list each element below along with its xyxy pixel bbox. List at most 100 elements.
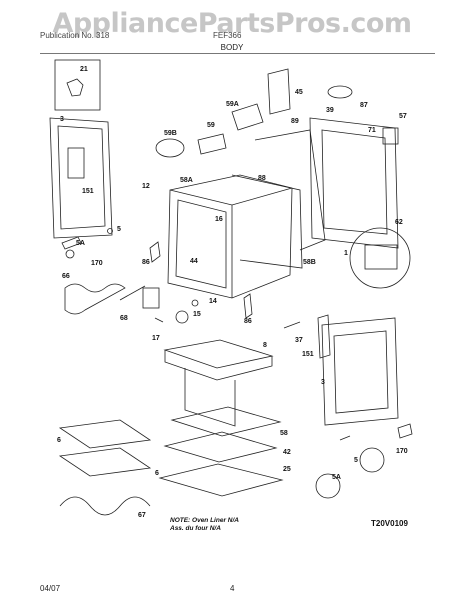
part-label-86-right: 86 xyxy=(244,318,252,325)
part-label-5a: 5A xyxy=(76,240,85,247)
header-rule xyxy=(40,53,435,54)
part-label-14: 14 xyxy=(209,298,217,305)
part-label-87: 87 xyxy=(360,102,368,109)
diagram-code: T20V0109 xyxy=(371,519,408,528)
part-label-42: 42 xyxy=(283,449,291,456)
part-label-8: 8 xyxy=(263,342,267,349)
part-21-box xyxy=(54,59,101,111)
part-label-170-right: 170 xyxy=(396,448,408,455)
terminal-block-62 xyxy=(364,244,398,270)
part-5-right xyxy=(339,435,351,441)
model-number: FEF366 xyxy=(213,31,242,40)
part-86-bracket-left xyxy=(149,241,161,263)
rear-panel xyxy=(309,117,399,249)
part-15-switch xyxy=(142,287,160,309)
terminal-block-callout xyxy=(349,227,411,289)
part-label-15: 15 xyxy=(193,311,201,318)
hinge-spring-right xyxy=(359,447,385,473)
part-label-59b: 59B xyxy=(164,130,177,137)
part-label-17: 17 xyxy=(152,335,160,342)
part-label-62: 62 xyxy=(395,219,403,226)
part-label-12: 12 xyxy=(142,183,150,190)
part-label-1: 1 xyxy=(344,250,348,257)
oven-cavity xyxy=(167,174,293,299)
part-39 xyxy=(327,85,353,99)
part-label-66: 66 xyxy=(62,273,70,280)
side-frame-88 xyxy=(254,129,326,251)
part-label-6-lower: 6 xyxy=(155,470,159,477)
part-170-right xyxy=(397,423,413,439)
part-label-44: 44 xyxy=(190,258,198,265)
rear-panel-inner xyxy=(321,129,388,235)
right-door-glass xyxy=(333,330,389,414)
part-label-37: 37 xyxy=(295,337,303,344)
door-panel-151 xyxy=(67,147,85,179)
section-title: BODY xyxy=(220,43,244,52)
part-label-57: 57 xyxy=(399,113,407,120)
part-label-59a: 59A xyxy=(226,101,239,108)
part-label-151: 151 xyxy=(82,188,94,195)
screw-5 xyxy=(107,228,113,234)
top-trim-45 xyxy=(267,68,291,115)
part-label-5a-right: 5A xyxy=(332,474,341,481)
bracket-59a xyxy=(231,103,264,131)
note-line-fr: Ass. du four N/A xyxy=(170,525,221,532)
insulation-58 xyxy=(170,406,282,437)
hinge-spring xyxy=(65,249,75,259)
watermark: AppliancePartsPros.com xyxy=(52,8,412,39)
publication-number: Publication No. 318 xyxy=(40,31,110,40)
part-label-3: 3 xyxy=(60,116,64,123)
drawer-top-8 xyxy=(163,339,274,381)
part-57 xyxy=(382,127,399,145)
part-label-21: 21 xyxy=(80,66,88,73)
left-door-glass xyxy=(57,125,106,230)
part-label-25: 25 xyxy=(283,466,291,473)
hinge-5a-right xyxy=(315,473,341,499)
part-label-45: 45 xyxy=(295,89,303,96)
part-label-170: 170 xyxy=(91,260,103,267)
part-label-5: 5 xyxy=(117,226,121,233)
bracket-59 xyxy=(197,133,227,155)
part-label-88: 88 xyxy=(258,175,266,182)
part-label-67: 67 xyxy=(138,512,146,519)
rack-6b xyxy=(58,447,152,477)
part-label-86-left: 86 xyxy=(142,259,150,266)
left-door xyxy=(49,117,113,239)
oven-liner-note: NOTE: Oven Liner N/A Ass. du four N/A xyxy=(170,517,239,533)
part-label-3-right: 3 xyxy=(321,379,325,386)
side-insulation-58b xyxy=(231,174,303,269)
fan-59b xyxy=(155,138,185,158)
part-16-lamp xyxy=(175,310,189,324)
part-label-58b: 58B xyxy=(303,259,316,266)
bake-element-lead xyxy=(119,285,146,301)
part-label-5-right: 5 xyxy=(354,457,358,464)
broil-element-67 xyxy=(59,496,151,516)
drawer-frame xyxy=(184,368,236,427)
part-label-16: 16 xyxy=(215,216,223,223)
part-label-59: 59 xyxy=(207,122,215,129)
door-panel-151b xyxy=(317,314,331,359)
rack-6a xyxy=(58,419,152,449)
part-label-58a: 58A xyxy=(180,177,193,184)
hinge-5a xyxy=(61,236,82,250)
part-label-71: 71 xyxy=(368,127,376,134)
part-86-bracket-right xyxy=(243,293,253,319)
part-label-89: 89 xyxy=(291,118,299,125)
oven-opening xyxy=(175,199,227,289)
footer-page-number: 4 xyxy=(230,584,235,593)
part-label-68: 68 xyxy=(120,315,128,322)
part-label-6-upper: 6 xyxy=(57,437,61,444)
right-door xyxy=(321,317,399,426)
bake-element xyxy=(64,283,126,315)
part-label-151-right: 151 xyxy=(302,351,314,358)
part-42 xyxy=(163,431,278,463)
part-14-screw xyxy=(191,299,199,307)
part-label-39: 39 xyxy=(326,107,334,114)
note-line-en: NOTE: Oven Liner N/A xyxy=(170,517,239,524)
part-21-shape xyxy=(66,78,84,97)
part-37 xyxy=(283,321,301,329)
part-label-58: 58 xyxy=(280,430,288,437)
bottom-panel-25 xyxy=(158,463,284,497)
footer-date: 04/07 xyxy=(40,584,61,593)
